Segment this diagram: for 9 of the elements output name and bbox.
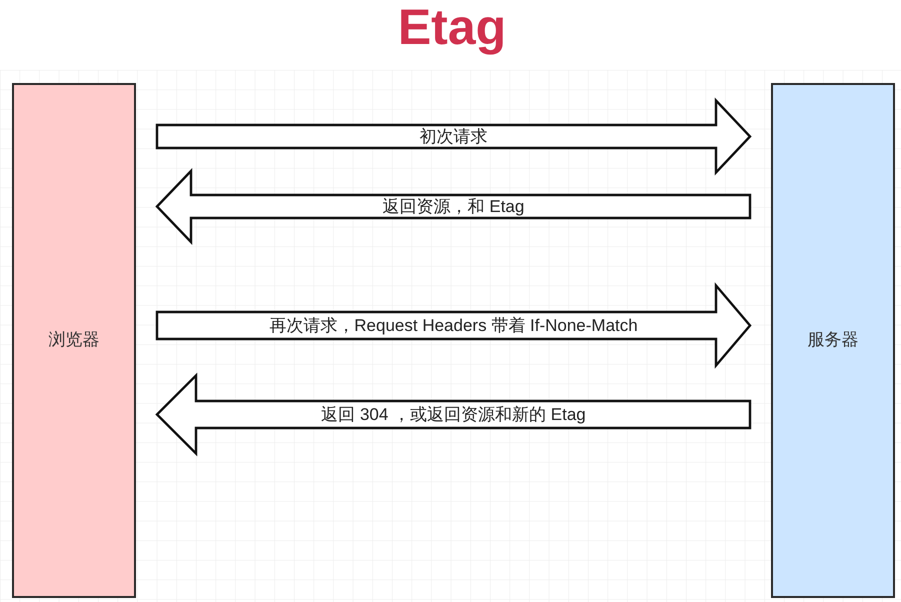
edge-label: 初次请求 [420,126,488,146]
participant-box [771,83,895,598]
block-arrow [156,97,752,176]
participant-box [12,83,136,598]
box-label: 浏览器 [48,330,100,351]
edge-label: 再次请求，Request Headers 带着 If-None-Match [269,316,638,336]
edge-label: 返回 304 ，或返回资源和新的 Etag [321,404,586,424]
box-label: 服务器 [808,330,858,351]
edge-label: 返回资源，和 Etag [382,196,524,216]
